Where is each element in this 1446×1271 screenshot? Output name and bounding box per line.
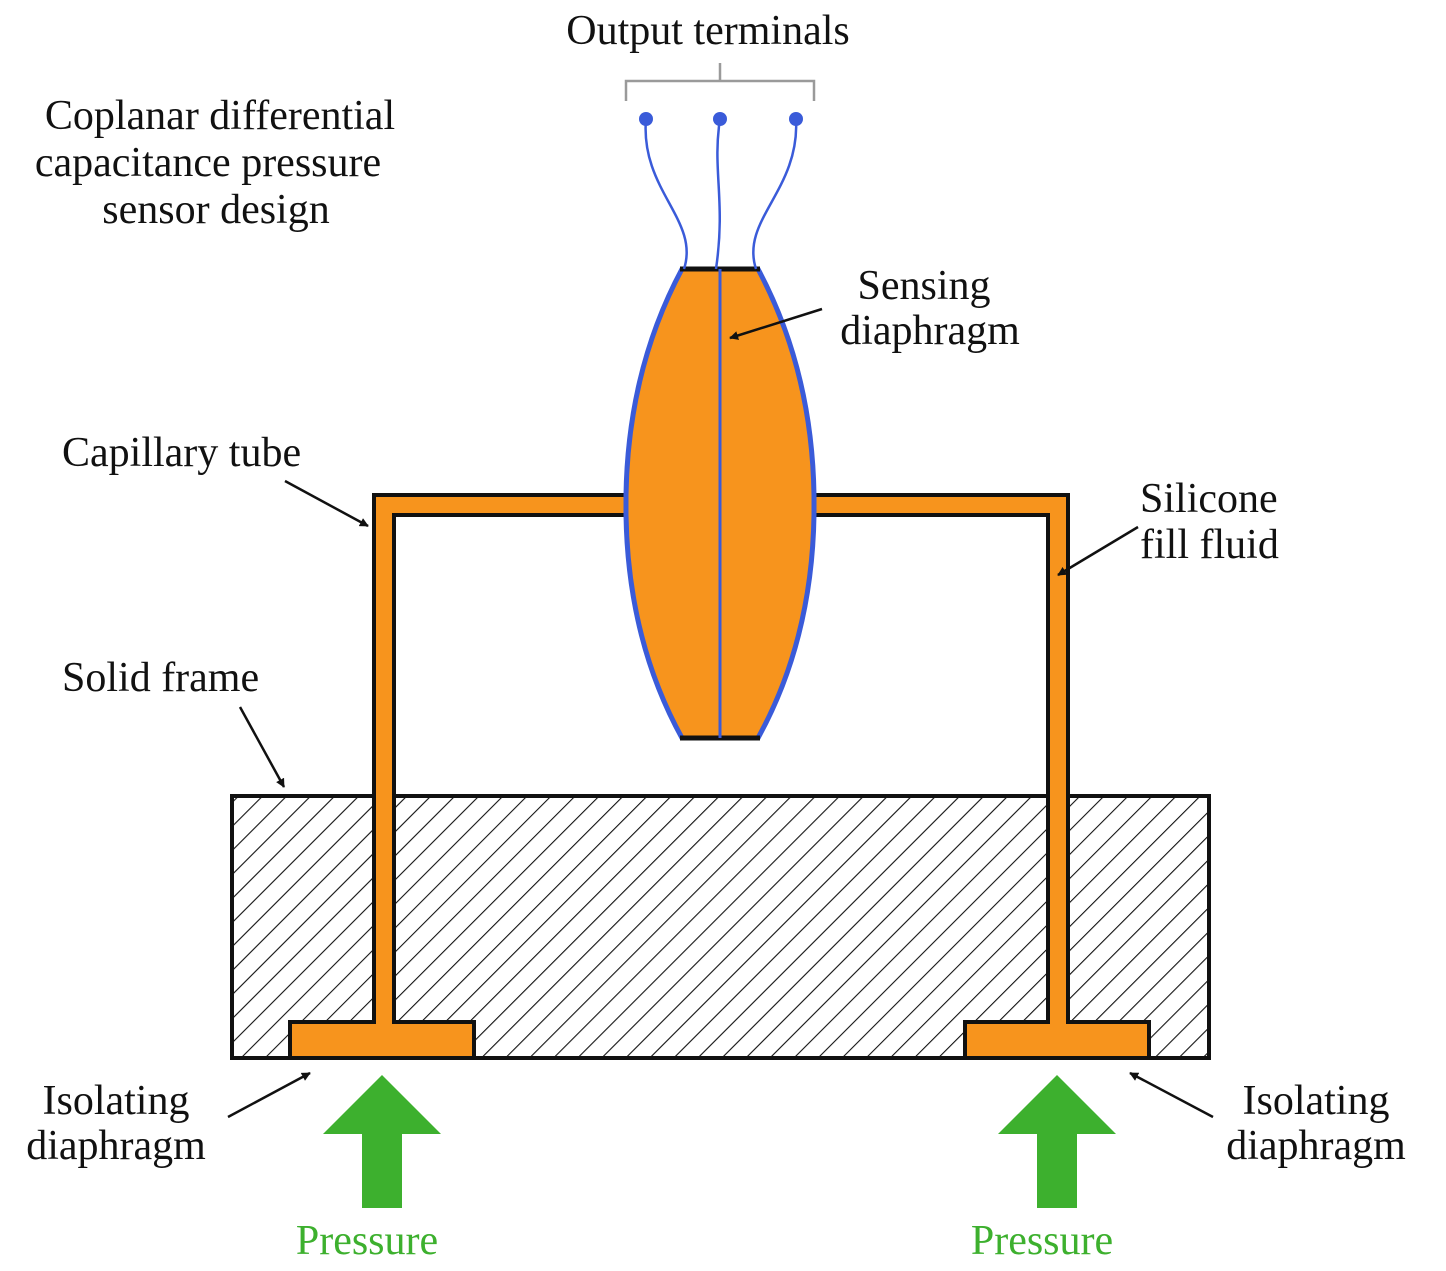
title-line-1: Coplanar differential xyxy=(45,93,395,139)
solid-frame-label: Solid frame xyxy=(62,655,259,701)
pressure-arrow-left xyxy=(323,1075,441,1208)
silicone-fill-fluid-label-line-2: fill fluid xyxy=(1140,522,1279,568)
terminal-dot-left xyxy=(639,112,653,126)
pressure-label-left: Pressure xyxy=(296,1218,438,1264)
sensing-diaphragm-label-line-2: diaphragm xyxy=(840,308,1020,354)
terminal-dot-center xyxy=(713,112,727,126)
silicone-fill-fluid-label-line-1: Silicone xyxy=(1140,476,1278,522)
output-terminals-label: Output terminals xyxy=(566,8,849,54)
sensing-diaphragm-leader-arrow xyxy=(729,307,823,340)
terminal-wire-left xyxy=(644,118,688,270)
capillary-tube-leader-arrow xyxy=(284,479,369,528)
output-terminals xyxy=(639,112,803,270)
terminal-wire-center xyxy=(714,118,722,270)
pressure-label-right: Pressure xyxy=(971,1218,1113,1264)
capillary-tube-label: Capillary tube xyxy=(62,430,301,476)
terminal-dot-right xyxy=(789,112,803,126)
title-line-2: capacitance pressure xyxy=(35,140,381,186)
isolating-diaphragm-left-label-line-1: Isolating xyxy=(43,1078,190,1124)
capillary-tubes xyxy=(372,493,1070,1022)
silicone-fill-fluid-leader-arrow xyxy=(1057,525,1139,577)
pressure-arrow-right xyxy=(998,1075,1116,1208)
isolating-diaphragm-left-leader-arrow xyxy=(227,1071,311,1119)
isolating-diaphragm-left-label-line-2: diaphragm xyxy=(26,1123,206,1169)
isolating-diaphragm-right-label-line-1: Isolating xyxy=(1243,1078,1390,1124)
isolating-diaphragm-right-leader-arrow xyxy=(1129,1071,1214,1119)
terminal-wire-right xyxy=(752,118,798,270)
right-capillary-fluid xyxy=(806,497,1066,1022)
isolating-diaphragm-right-label-line-2: diaphragm xyxy=(1226,1123,1406,1169)
diagram-title: Coplanar differential capacitance pressu… xyxy=(35,93,395,233)
solid-frame-leader-arrow xyxy=(238,706,286,788)
output-terminals-bracket xyxy=(624,63,816,101)
leader-arrows xyxy=(227,307,1214,1119)
sensing-diaphragm-label-line-1: Sensing xyxy=(857,263,990,309)
left-capillary-fluid xyxy=(376,497,632,1022)
sensing-capsule xyxy=(623,266,817,741)
title-line-3: sensor design xyxy=(102,187,329,233)
